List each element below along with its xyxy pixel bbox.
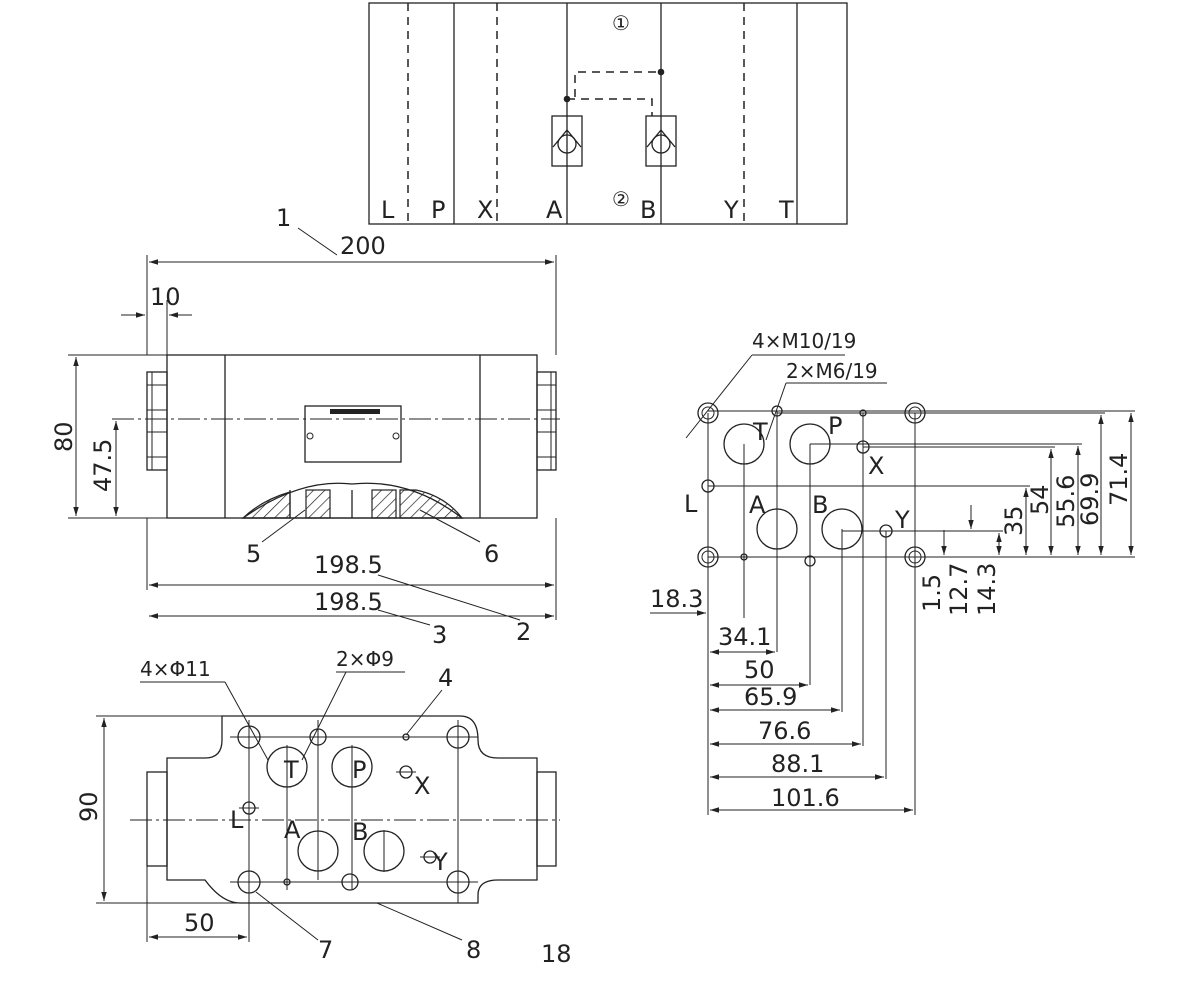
dim-76-6: 76.6 (758, 717, 811, 745)
dim-200: 200 (340, 232, 386, 260)
callout-8: 8 (466, 936, 481, 964)
base-outline (166, 715, 538, 904)
port-label-p: P (431, 196, 445, 224)
port-label-l: L (381, 196, 395, 224)
dim-198-5-upper: 198.5 (314, 551, 383, 579)
port-label-y: Y (432, 848, 448, 876)
dim-54: 54 (1026, 484, 1054, 515)
port-label-t: T (283, 756, 299, 784)
check-valve-a (551, 115, 583, 167)
pilot-line-a (574, 71, 661, 97)
end-plug-right (536, 371, 557, 471)
schematic-frame (368, 2, 848, 225)
dim-90: 90 (75, 791, 103, 822)
end-plug-left (146, 371, 168, 471)
front-view: 1 200 10 (50, 204, 560, 649)
junction-a (563, 95, 571, 103)
dim-80: 80 (50, 421, 78, 452)
port-label-l: L (684, 490, 698, 518)
port-label-y: Y (894, 506, 910, 534)
dim-69-9: 69.9 (1076, 473, 1104, 526)
port-label-a: A (749, 491, 766, 519)
dim-50: 50 (184, 909, 215, 937)
dim-50-iface: 50 (744, 656, 775, 684)
port-label-b: B (352, 818, 368, 846)
dim-14-3: 14.3 (973, 563, 1001, 616)
port-label-l: L (230, 806, 244, 834)
dim-47-5: 47.5 (89, 439, 117, 492)
port-label-x: X (477, 196, 493, 224)
dim-101-6: 101.6 (771, 784, 840, 812)
dim-65-9: 65.9 (744, 683, 797, 711)
plug-right (536, 771, 557, 867)
dim-35: 35 (1000, 505, 1028, 536)
callout-7: 7 (318, 936, 333, 964)
port-label-b: B (812, 491, 828, 519)
dim-1-5: 1.5 (918, 574, 946, 612)
bottom-view: T P X L A B Y 4×Φ11 2×Φ9 4 90 50 7 8 18 (75, 647, 572, 968)
port-label-t: T (752, 418, 768, 446)
marker-1: ① (612, 11, 630, 35)
hydraulic-schematic: ① ② L P X A B Y T (368, 2, 848, 225)
bolt-thread-spec: 4×M10/19 (752, 329, 856, 353)
port-label-p: P (828, 412, 842, 440)
port-label-a: A (546, 196, 563, 224)
port-label-a: A (284, 816, 301, 844)
callout-1: 1 (276, 204, 291, 232)
callout-4: 4 (438, 664, 453, 692)
callout-6: 6 (484, 540, 499, 568)
section-cutout (240, 482, 464, 519)
dim-12-7: 12.7 (945, 563, 973, 616)
nameplate (304, 405, 402, 463)
port-label-x: X (414, 772, 430, 800)
marker-2: ② (612, 187, 630, 211)
callout-3: 3 (432, 621, 447, 649)
port-label-x: X (868, 452, 884, 480)
dim-18-3: 18.3 (650, 585, 703, 613)
dim-88-1: 88.1 (771, 750, 824, 778)
leader-1 (297, 227, 338, 256)
dim-10: 10 (150, 283, 181, 311)
port-label-b: B (640, 196, 656, 224)
pilot-line-b (567, 98, 653, 116)
dim-198-5-lower: 198.5 (314, 588, 383, 616)
port-label-t: T (778, 196, 794, 224)
callout-5: 5 (246, 540, 261, 568)
dim-55-6: 55.6 (1052, 475, 1080, 528)
dim-34-1: 34.1 (718, 623, 771, 651)
port-label-p: P (352, 756, 366, 784)
dim-71-4: 71.4 (1105, 453, 1133, 506)
plug-left (146, 771, 168, 867)
mount-holes-spec: 4×Φ11 (140, 657, 211, 681)
junction-b (657, 68, 665, 76)
callout-2: 2 (516, 618, 531, 646)
interface-view: 71.4 69.9 55.6 54 35 14.3 12.7 1.5 18.3 … (650, 329, 1135, 815)
check-valve-b (645, 115, 677, 167)
page-fragment: 18 (541, 940, 572, 968)
port-label-y: Y (723, 196, 739, 224)
pin-thread-spec: 2×M6/19 (786, 359, 878, 383)
pin-holes-spec: 2×Φ9 (336, 647, 394, 671)
